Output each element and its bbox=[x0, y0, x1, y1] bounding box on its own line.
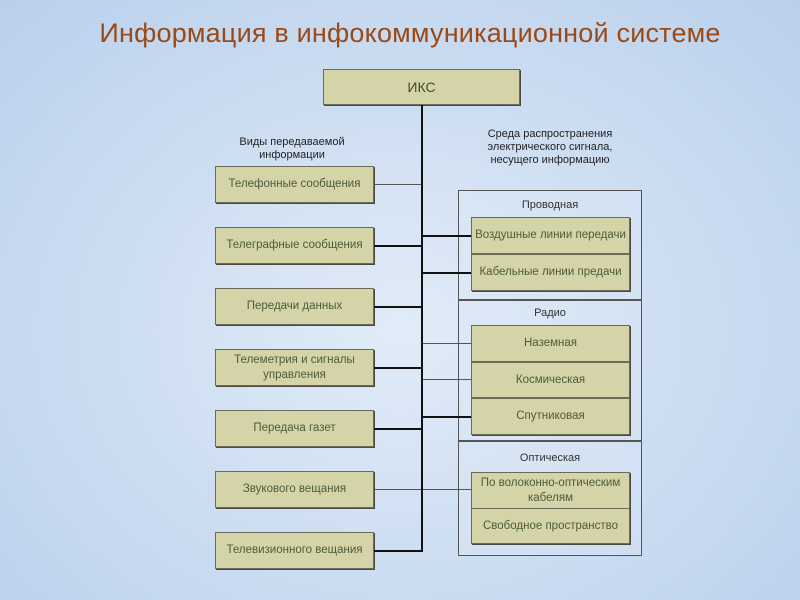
media-group-radio-label: Радио bbox=[534, 307, 566, 319]
connector-overhead bbox=[423, 235, 471, 237]
root-node-iks: ИКС bbox=[323, 69, 520, 105]
connector-satellite bbox=[423, 416, 471, 418]
media-group-optical-label: Оптическая bbox=[519, 452, 581, 464]
connector-telephone bbox=[374, 184, 421, 185]
info-type-telephone: Телефонные сообщения bbox=[215, 166, 374, 203]
medium-free-space: Свободное пространство bbox=[471, 508, 630, 544]
info-type-data: Передачи данных bbox=[215, 288, 374, 325]
connector-cable bbox=[423, 272, 471, 274]
connector-audio bbox=[374, 489, 421, 490]
info-type-telegraph: Телеграфные сообщения bbox=[215, 227, 374, 264]
connector-newspapers bbox=[374, 428, 421, 430]
connector-data bbox=[374, 306, 421, 308]
medium-terrestrial: Наземная bbox=[471, 325, 630, 362]
trunk-line bbox=[421, 105, 423, 552]
connector-tv bbox=[374, 550, 422, 552]
connector-telemetry bbox=[374, 367, 421, 369]
connector-telegraph bbox=[374, 245, 421, 247]
media-group-wired-label: Проводная bbox=[521, 199, 579, 211]
info-type-audio-broadcast: Звукового вещания bbox=[215, 471, 374, 508]
medium-fiber-optic: По волоконно-оптическим кабелям bbox=[471, 472, 630, 509]
connector-fiber bbox=[423, 489, 471, 490]
medium-satellite: Спутниковая bbox=[471, 398, 630, 435]
info-type-telemetry: Телеметрия и сигналы управления bbox=[215, 349, 374, 386]
connector-terrestrial bbox=[423, 343, 471, 344]
connector-space bbox=[423, 379, 471, 380]
info-type-tv-broadcast: Телевизионного вещания bbox=[215, 532, 374, 569]
info-type-newspapers: Передача газет bbox=[215, 410, 374, 447]
slide-title: Информация в инфокоммуникационной систем… bbox=[99, 18, 721, 48]
medium-space: Космическая bbox=[471, 362, 630, 398]
right-caption: Среда распространения электрического сиг… bbox=[487, 128, 613, 166]
medium-cable-lines: Кабельные линии предачи bbox=[471, 254, 630, 291]
medium-overhead-lines: Воздушные линии передачи bbox=[471, 217, 630, 254]
left-caption: Виды передаваемой информации bbox=[239, 136, 345, 161]
